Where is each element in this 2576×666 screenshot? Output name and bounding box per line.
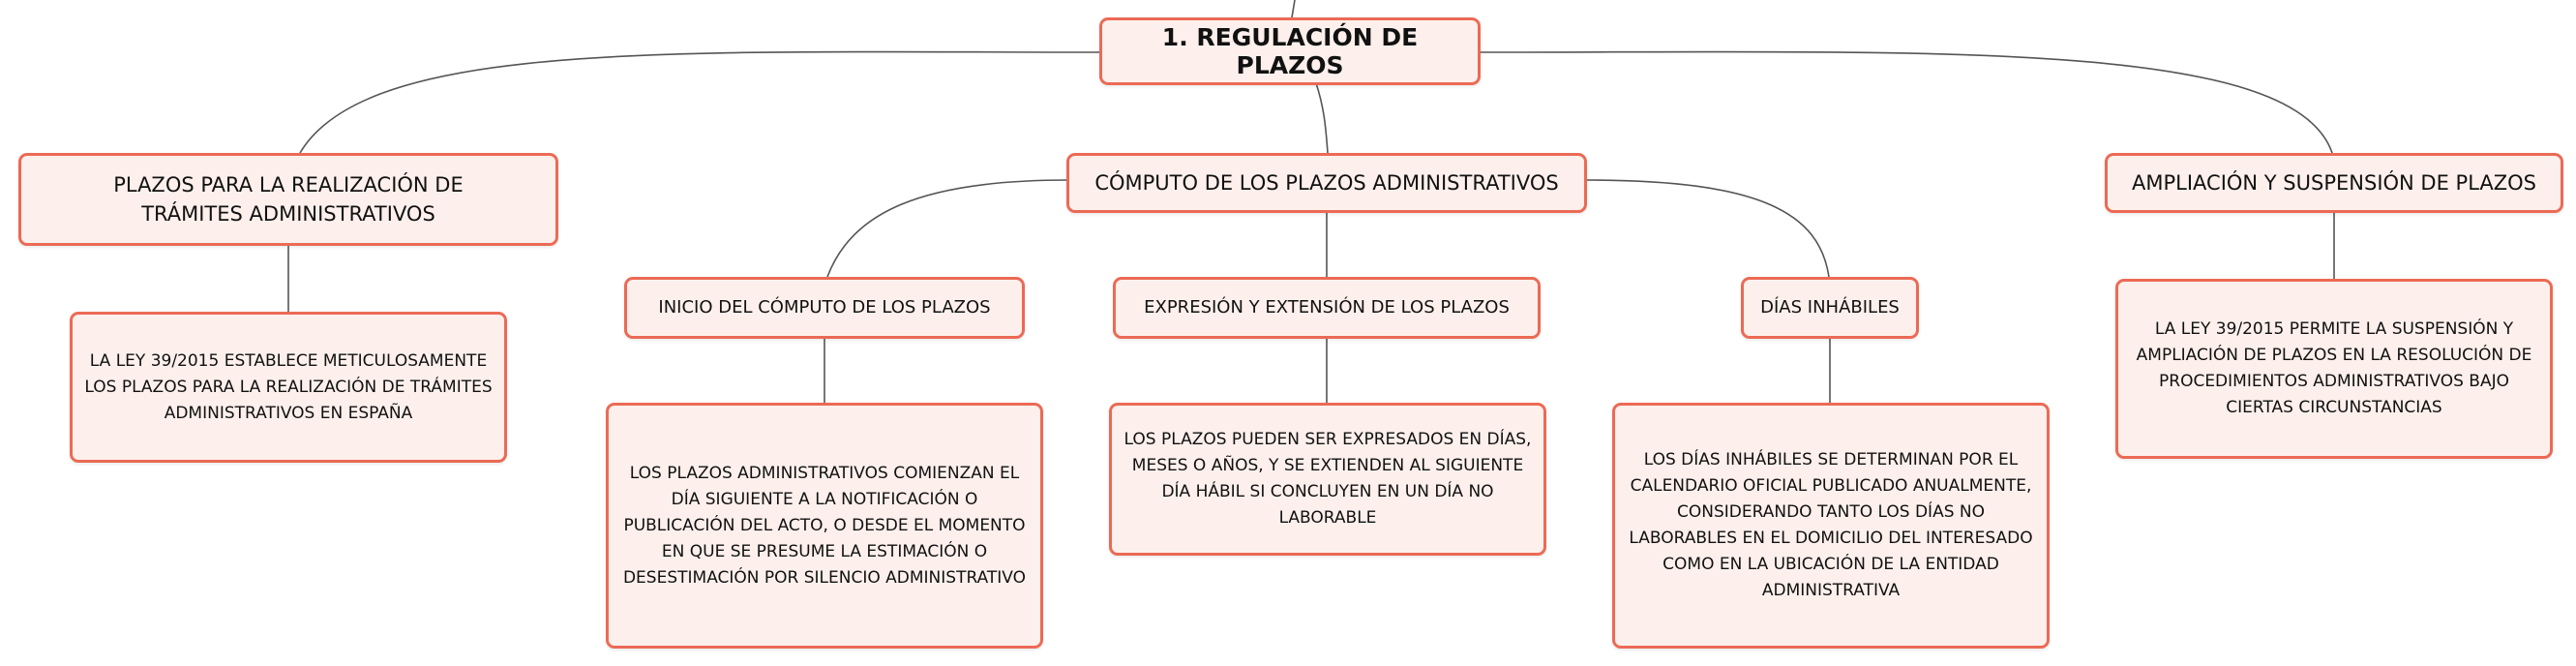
detail-expresion[interactable]: LOS PLAZOS PUEDEN SER EXPRESADOS EN DÍAS… (1109, 403, 1546, 556)
subtopic-inicio[interactable]: INICIO DEL CÓMPUTO DE LOS PLAZOS (624, 277, 1025, 339)
root-node[interactable]: 1. REGULACIÓN DE PLAZOS (1099, 17, 1481, 85)
subtopic-expresion-label: EXPRESIÓN Y EXTENSIÓN DE LOS PLAZOS (1144, 297, 1510, 318)
subtopic-inhabiles[interactable]: DÍAS INHÁBILES (1741, 277, 1919, 339)
detail-ampliacion-text: LA LEY 39/2015 PERMITE LA SUSPENSIÓN Y A… (2136, 319, 2532, 417)
topic-computo-label: CÓMPUTO DE LOS PLAZOS ADMINISTRATIVOS (1094, 171, 1559, 195)
topic-tramites[interactable]: PLAZOS PARA LA REALIZACIÓN DE TRÁMITES A… (18, 153, 558, 246)
detail-inicio-text: LOS PLAZOS ADMINISTRATIVOS COMIENZAN EL … (622, 463, 1027, 588)
detail-inhabiles[interactable]: LOS DÍAS INHÁBILES SE DETERMINAN POR EL … (1612, 403, 2050, 649)
detail-tramites-text: LA LEY 39/2015 ESTABLECE METICULOSAMENTE… (84, 350, 493, 423)
detail-tramites[interactable]: LA LEY 39/2015 ESTABLECE METICULOSAMENTE… (70, 312, 507, 463)
detail-ampliacion[interactable]: LA LEY 39/2015 PERMITE LA SUSPENSIÓN Y A… (2115, 279, 2553, 459)
detail-inhabiles-text: LOS DÍAS INHÁBILES SE DETERMINAN POR EL … (1629, 450, 2033, 600)
topic-ampliacion[interactable]: AMPLIACIÓN Y SUSPENSIÓN DE PLAZOS (2105, 153, 2563, 213)
subtopic-inhabiles-label: DÍAS INHÁBILES (1760, 297, 1900, 318)
root-node-label: 1. REGULACIÓN DE PLAZOS (1161, 23, 1419, 79)
connector-computo-inhabiles (1586, 179, 1830, 278)
subtopic-inicio-label: INICIO DEL CÓMPUTO DE LOS PLAZOS (658, 297, 991, 318)
detail-expresion-text: LOS PLAZOS PUEDEN SER EXPRESADOS EN DÍAS… (1123, 430, 1532, 528)
subtopic-expresion[interactable]: EXPRESIÓN Y EXTENSIÓN DE LOS PLAZOS (1113, 277, 1541, 339)
topic-computo[interactable]: CÓMPUTO DE LOS PLAZOS ADMINISTRATIVOS (1066, 153, 1587, 213)
connector-root-tramites (299, 50, 1104, 154)
detail-inicio[interactable]: LOS PLAZOS ADMINISTRATIVOS COMIENZAN EL … (606, 403, 1043, 649)
topic-ampliacion-label: AMPLIACIÓN Y SUSPENSIÓN DE PLAZOS (2132, 171, 2536, 195)
connector-root-computo (1315, 82, 1329, 154)
topic-tramites-label: PLAZOS PARA LA REALIZACIÓN DE TRÁMITES A… (113, 173, 464, 226)
connector-computo-inicio (826, 179, 1069, 278)
connector-root-top (1291, 0, 1296, 18)
connector-root-ampliacion (1478, 50, 2333, 154)
